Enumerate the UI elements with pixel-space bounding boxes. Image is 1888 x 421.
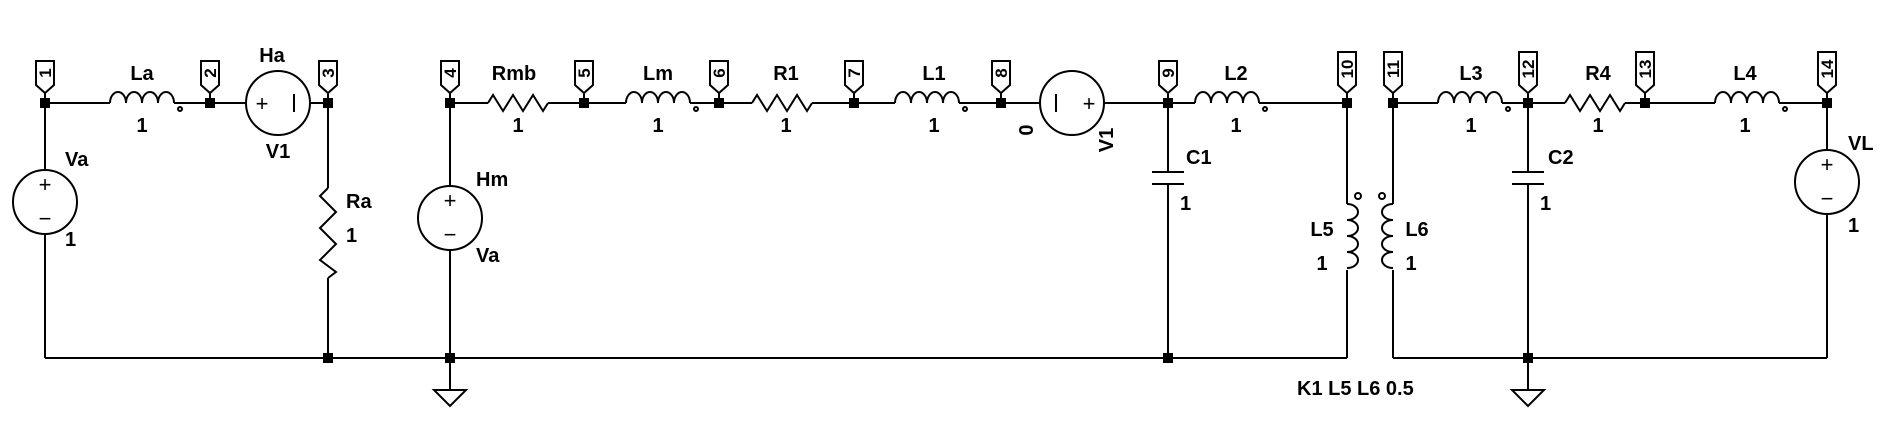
inductor-L3: L3 1 xyxy=(1437,63,1511,137)
inductor-L6: L6 1 xyxy=(1378,192,1429,275)
source-VL: + − VL 1 xyxy=(1794,133,1874,237)
V1-value: 0 xyxy=(1016,124,1038,135)
coupling-directive: K1 L5 L6 0.5 xyxy=(1297,378,1414,400)
VL-name: VL xyxy=(1848,133,1874,155)
L4-name: L4 xyxy=(1733,63,1757,85)
L3-value: 1 xyxy=(1465,115,1476,137)
VL-value: 1 xyxy=(1848,215,1859,237)
Lm-value: 1 xyxy=(652,115,663,137)
L2-value: 1 xyxy=(1230,115,1241,137)
node-flag: 10 xyxy=(1337,51,1357,103)
Va-value: 1 xyxy=(65,229,76,251)
L6-name: L6 xyxy=(1405,219,1428,241)
L5-name: L5 xyxy=(1310,219,1333,241)
node-label: 9 xyxy=(1159,68,1178,77)
L3-name: L3 xyxy=(1459,63,1482,85)
capacitor-C2: C2 1 xyxy=(1512,147,1574,215)
node-flag: 12 xyxy=(1518,51,1538,103)
source-Ha: + Ha V1 xyxy=(245,45,311,163)
node-label: 12 xyxy=(1519,60,1538,79)
resistor-Ra: Ra 1 xyxy=(318,187,372,279)
node-label: 11 xyxy=(1384,60,1403,78)
node-label: 10 xyxy=(1338,60,1357,79)
Rmb-name: Rmb xyxy=(492,63,536,85)
node-label: 5 xyxy=(575,68,594,77)
C2-value: 1 xyxy=(1540,193,1551,215)
node-label: 6 xyxy=(710,68,729,77)
L1-name: L1 xyxy=(922,63,945,85)
L2-name: L2 xyxy=(1224,63,1247,85)
Hm-name: Hm xyxy=(476,169,508,191)
Lm-name: Lm xyxy=(643,63,673,85)
svg-text:+: + xyxy=(256,91,269,116)
Va-name: Va xyxy=(65,149,89,171)
Ha-name: Ha xyxy=(259,45,285,67)
node-label: 2 xyxy=(201,68,220,77)
svg-text:+: + xyxy=(39,172,52,197)
svg-text:−: − xyxy=(39,206,52,231)
node-flag: 1 xyxy=(35,60,55,103)
R1-name: R1 xyxy=(773,63,799,85)
L6-value: 1 xyxy=(1405,253,1416,275)
ground-symbol xyxy=(1509,389,1547,408)
Ra-name: Ra xyxy=(346,191,372,213)
resistor-R1: R1 1 xyxy=(751,63,813,137)
node-flag: 11 xyxy=(1383,51,1403,103)
node-flag: 3 xyxy=(318,60,338,103)
node-label: 8 xyxy=(992,68,1011,77)
node-flags: 1 2 3 4 5 6 7 xyxy=(35,51,1837,103)
svg-text:+: + xyxy=(1821,152,1834,177)
node-label: 13 xyxy=(1636,60,1655,79)
svg-text:−: − xyxy=(1821,186,1834,211)
resistor-R4: R4 1 xyxy=(1564,63,1626,137)
ground-symbol xyxy=(431,389,469,408)
resistor-Rmb: Rmb 1 xyxy=(487,63,549,137)
node-label: 14 xyxy=(1818,59,1837,78)
node-flag: 13 xyxy=(1635,51,1655,103)
Rmb-value: 1 xyxy=(512,115,523,137)
node-flag: 7 xyxy=(844,60,864,103)
svg-text:+: + xyxy=(1083,91,1096,116)
node-flag: 14 xyxy=(1817,51,1837,103)
L5-value: 1 xyxy=(1316,253,1327,275)
node-label: 1 xyxy=(36,68,55,77)
node-flag: 4 xyxy=(440,60,460,103)
inductor-Lm: Lm 1 xyxy=(625,63,699,137)
La-name: La xyxy=(130,63,154,85)
svg-text:+: + xyxy=(444,188,457,213)
Hm-value: Va xyxy=(476,245,500,267)
Ra-value: 1 xyxy=(346,225,357,247)
capacitor-C1: C1 1 xyxy=(1152,147,1212,215)
L4-value: 1 xyxy=(1739,115,1750,137)
C2-name: C2 xyxy=(1548,147,1574,169)
R4-value: 1 xyxy=(1592,115,1603,137)
Ha-value: V1 xyxy=(266,141,290,163)
R1-value: 1 xyxy=(780,115,791,137)
L1-value: 1 xyxy=(928,115,939,137)
inductor-L2: L2 1 xyxy=(1194,63,1268,137)
node-flag: 5 xyxy=(574,60,594,103)
node-label: 3 xyxy=(319,68,338,77)
C1-name: C1 xyxy=(1186,147,1212,169)
source-Hm: + − Hm Va xyxy=(417,169,508,267)
La-value: 1 xyxy=(136,115,147,137)
C1-value: 1 xyxy=(1180,193,1191,215)
inductor-La: La 1 xyxy=(109,63,183,137)
R4-name: R4 xyxy=(1585,63,1611,85)
node-label: 4 xyxy=(441,68,460,78)
inductor-L4: L4 1 xyxy=(1714,63,1788,137)
node-flag: 8 xyxy=(991,60,1011,103)
source-V1: + V1 0 xyxy=(1016,70,1118,152)
V1-name: V1 xyxy=(1096,128,1118,152)
junction-dots xyxy=(40,98,1832,363)
node-flag: 9 xyxy=(1158,60,1178,103)
inductor-L1: L1 1 xyxy=(894,63,968,137)
svg-text:−: − xyxy=(444,222,457,247)
node-flag: 2 xyxy=(200,60,220,103)
node-label: 7 xyxy=(845,68,864,77)
source-Va: + − Va 1 xyxy=(12,149,89,251)
inductor-L5: L5 1 xyxy=(1310,192,1362,275)
node-flag: 6 xyxy=(709,60,729,103)
